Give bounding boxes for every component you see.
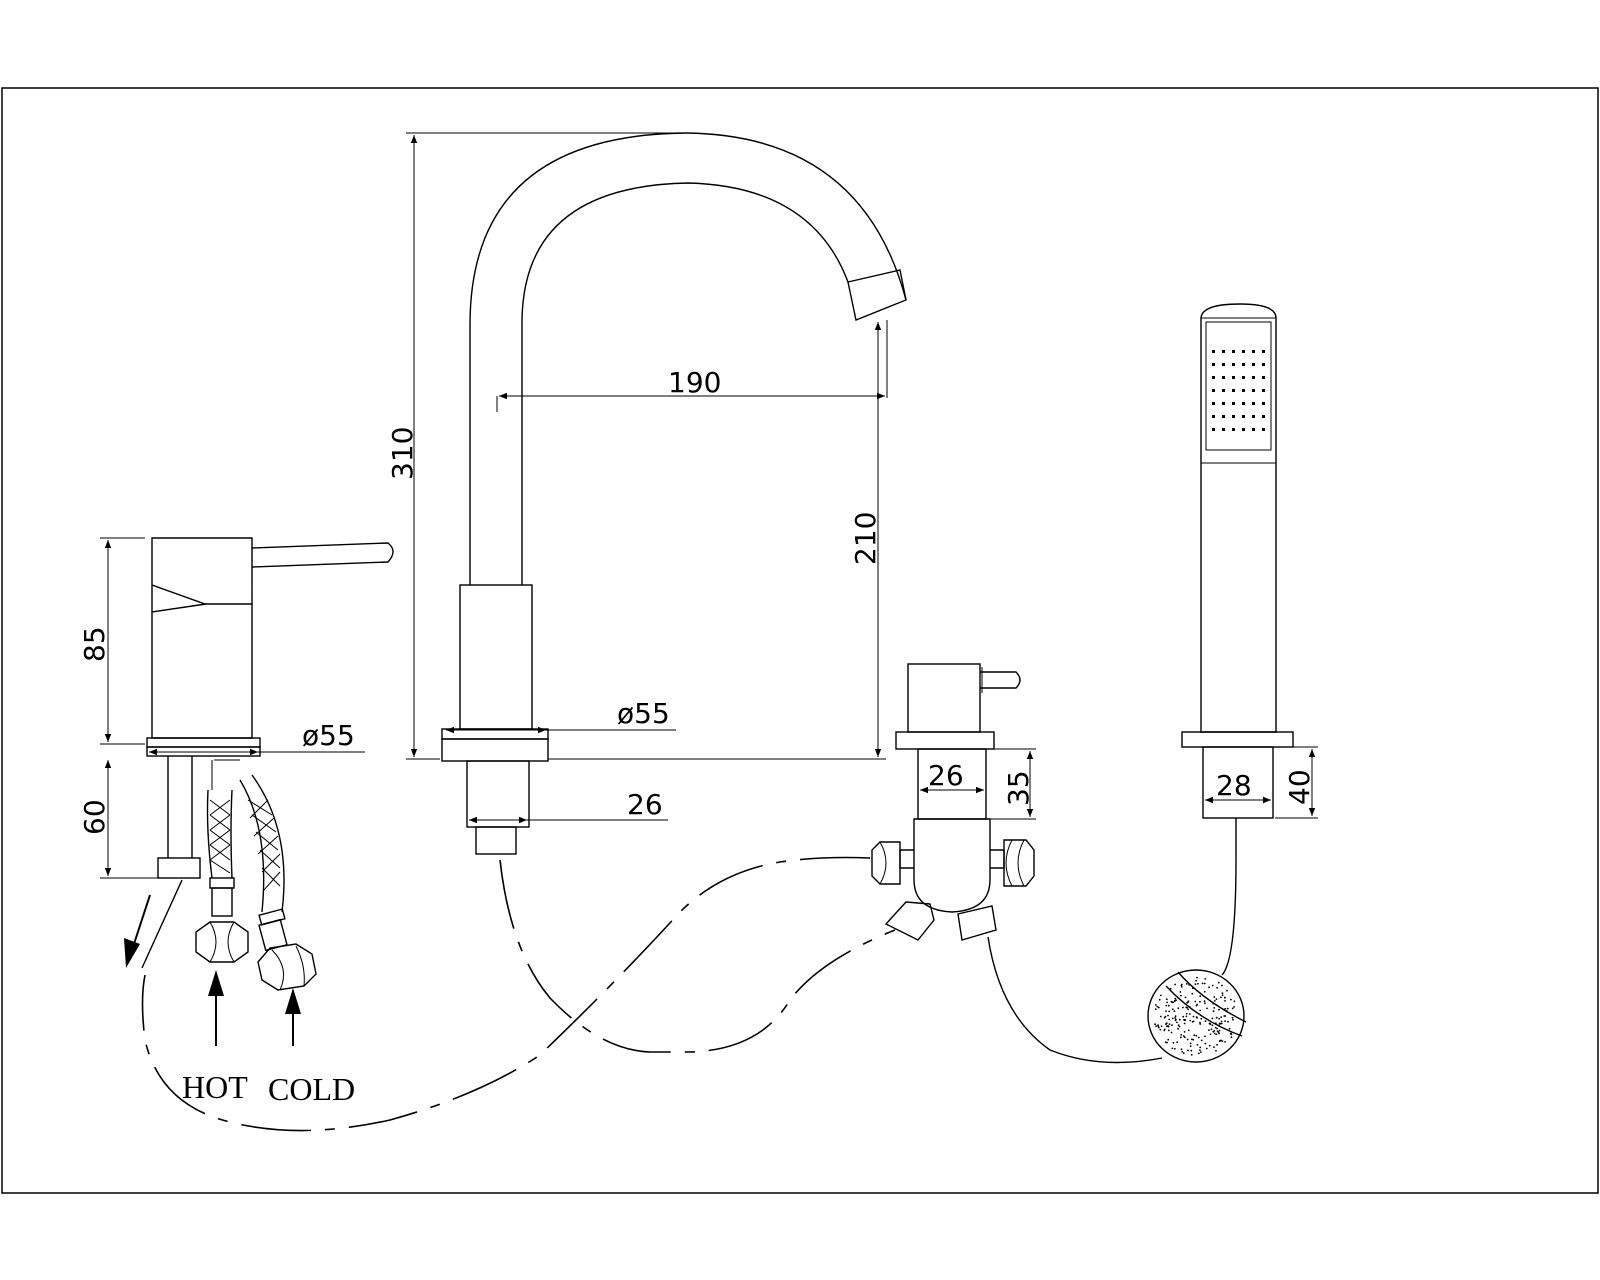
diverter-shank-label: 26 (928, 759, 964, 792)
shower-holder-diameter-label: 28 (1216, 769, 1252, 802)
shower-holder-length-label: 40 (1283, 769, 1316, 805)
shower-hose (987, 818, 1247, 1064)
hose-coil-texture (1154, 976, 1236, 1056)
spout-height-dimension (406, 132, 686, 760)
diverter-length-label: 35 (1002, 770, 1035, 806)
mixer-height-label: 85 (78, 626, 111, 662)
diverter-body (871, 663, 1035, 941)
drawing-frame (1, 87, 1599, 1194)
spout-shank-label: 26 (627, 788, 663, 821)
braided-hoses (195, 774, 317, 991)
mixer-height-dimension (100, 537, 145, 745)
spout-body (441, 132, 907, 855)
mixer-shank-dimension (100, 760, 158, 879)
hand-shower (1200, 303, 1277, 733)
hot-inlet-arrow (208, 970, 224, 1046)
cold-inlet-arrow (285, 988, 301, 1046)
spray-face (1212, 350, 1265, 431)
shower-holder-length-dimension (1275, 746, 1318, 819)
mixer-body (146, 537, 394, 879)
hot-label: HOT (182, 1069, 248, 1105)
spout-height-label: 310 (386, 427, 419, 480)
mixer-shank-label: 60 (78, 799, 111, 835)
cold-label: COLD (268, 1071, 355, 1107)
shower-holder (1181, 731, 1294, 819)
spout-reach-dimension (496, 320, 888, 412)
spout-base-label: ø55 (617, 697, 670, 730)
spout-outlet-height-dimension (548, 322, 886, 760)
spout-outlet-height-label: 210 (849, 512, 882, 565)
connecting-pipes (141, 856, 896, 1132)
outlet-arrow (124, 879, 183, 969)
spout-reach-label: 190 (668, 366, 721, 399)
mixer-base-label: ø55 (302, 719, 355, 752)
diverter-length-dimension (986, 748, 1036, 820)
